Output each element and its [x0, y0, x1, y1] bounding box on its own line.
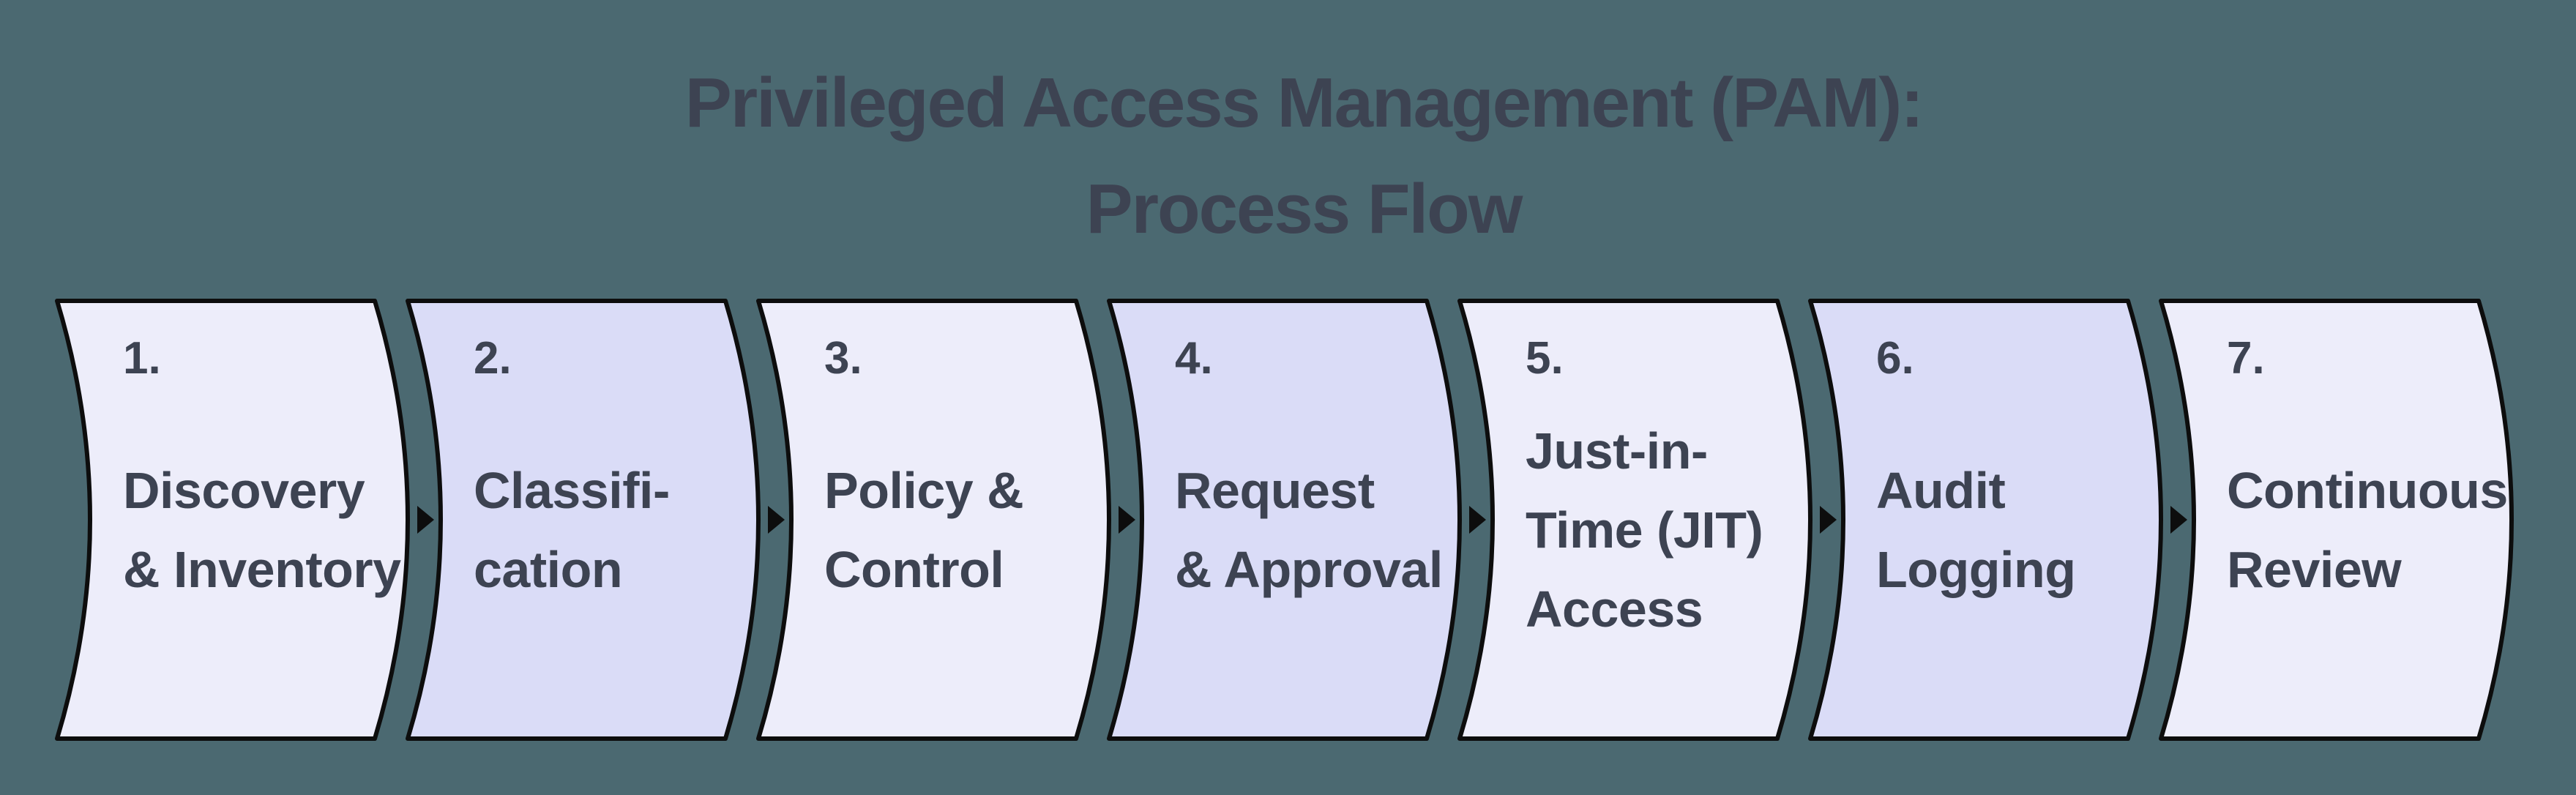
- flow-arrow-icon: [1119, 506, 1135, 534]
- diagram-title: Privileged Access Management (PAM): Proc…: [684, 64, 1924, 248]
- process-step-card: 5. Just-in- Time (JIT) Access: [1457, 299, 1812, 741]
- step-label: Request & Approval: [1175, 462, 1443, 598]
- step-label: Policy & Control: [824, 462, 1024, 598]
- step-label: Classifi- cation: [474, 462, 670, 598]
- step-number: 5.: [1526, 333, 1564, 384]
- step-label: Discovery & Inventory: [123, 462, 401, 598]
- process-step-card: 3. Policy & Control: [756, 299, 1111, 741]
- step-number: 4.: [1175, 333, 1213, 384]
- step-number: 6.: [1876, 333, 1914, 384]
- process-step-card: 4. Request & Approval: [1107, 299, 1462, 741]
- step-label: Audit Logging: [1876, 462, 2076, 598]
- curved-card-shape: [1808, 299, 2163, 741]
- flow-arrow-icon: [2170, 506, 2187, 534]
- process-step-card: 7. Continuous Review: [2159, 299, 2514, 741]
- flow-arrow-icon: [417, 506, 434, 534]
- step-number: 1.: [123, 333, 161, 384]
- curved-card-shape: [1107, 299, 1462, 741]
- flow-arrow-icon: [768, 506, 785, 534]
- curved-card-shape: [1457, 299, 1812, 741]
- process-step-card: 2. Classifi- cation: [406, 299, 761, 741]
- flow-arrow-icon: [1469, 506, 1486, 534]
- curved-card-shape: [55, 299, 410, 741]
- step-number: 3.: [824, 333, 862, 384]
- curved-card-shape: [756, 299, 1111, 741]
- step-label: Just-in- Time (JIT) Access: [1526, 422, 1763, 638]
- step-number: 7.: [2227, 333, 2265, 384]
- process-step-card: 6. Audit Logging: [1808, 299, 2163, 741]
- step-number: 2.: [474, 333, 512, 384]
- curved-card-shape: [2159, 299, 2514, 741]
- curved-card-shape: [406, 299, 761, 741]
- step-label: Continuous Review: [2227, 462, 2508, 598]
- flow-arrow-icon: [1820, 506, 1837, 534]
- process-step-card: 1. Discovery & Inventory: [55, 299, 410, 741]
